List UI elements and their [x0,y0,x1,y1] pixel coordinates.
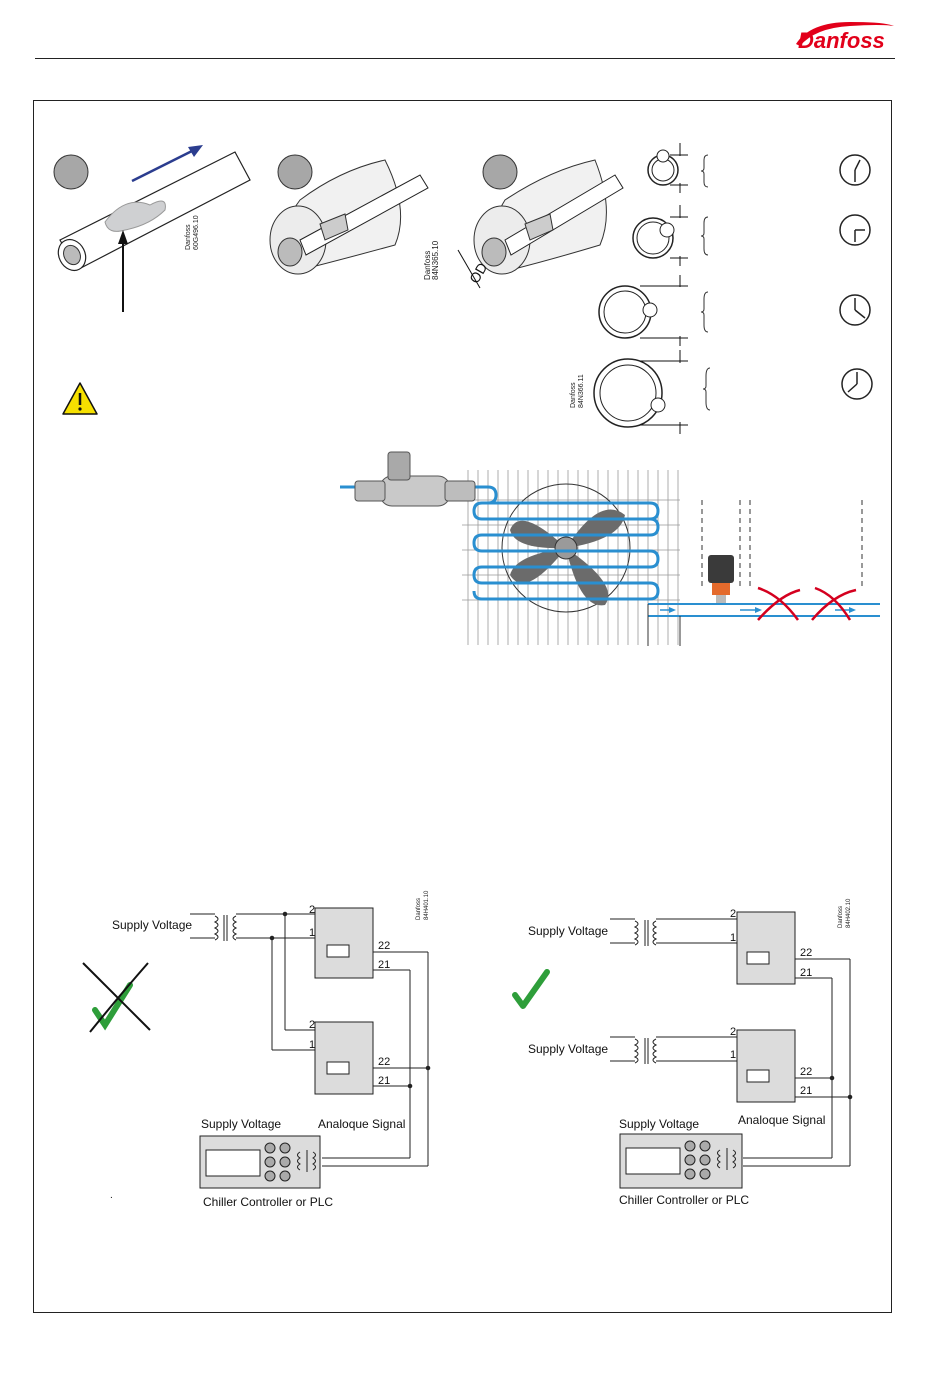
left-top-terminal-2: 2 [309,904,316,916]
left-bottom-terminal-2: 2 [309,1019,316,1031]
fig1-code: Danfoss 60G496.10 [185,215,200,250]
danfoss-logo: Danfoss [796,22,894,53]
right-bottom-terminal-2: 2 [730,1026,737,1038]
clock-icons [839,154,873,400]
incorrect-mark [82,962,151,1033]
left-controller-supply: Supply Voltage [201,1117,282,1131]
outlet-line [647,500,880,646]
left-bottom-terminal-21: 21 [378,1075,391,1087]
fig2-code: Danfoss 84N365.10 [423,240,440,280]
figure-3-od [457,154,624,289]
header-rule [35,58,895,59]
condenser-coil [340,451,680,645]
right-top-terminal-1: 1 [730,932,737,944]
right-bottom-terminal-22: 22 [800,1066,813,1078]
right-top-terminal-2: 2 [730,908,737,920]
fig3-code: Danfoss 84N366.11 [570,374,585,408]
left-top-terminal-1: 1 [309,927,316,939]
left-bottom-terminal-22: 22 [378,1056,391,1068]
warning-icon [62,382,98,415]
left-controller-label: Chiller Controller or PLC [203,1195,334,1209]
wiring-left [190,907,431,1189]
content-frame [33,100,892,1313]
right-top-terminal-21: 21 [800,967,813,979]
left-top-terminal-21: 21 [378,959,391,971]
wiring-right [610,911,853,1189]
right-analogue-signal: Analoque Signal [738,1113,826,1127]
right-bottom-terminal-1: 1 [730,1049,737,1061]
figure-1-pipe [53,145,251,312]
left-top-terminal-22: 22 [378,940,391,952]
svg-text:Danfoss: Danfoss [798,28,885,53]
right-supply-voltage-top: Supply Voltage [528,924,609,938]
right-supply-voltage-bottom: Supply Voltage [528,1042,609,1056]
right-bottom-terminal-21: 21 [800,1085,813,1097]
installation-illustrations [53,143,880,646]
wiring-diagrams [82,907,853,1189]
left-analogue-signal: Analoque Signal [318,1117,406,1131]
right-controller-label: Chiller Controller or PLC [619,1193,750,1207]
correct-check-icon [512,969,550,1009]
left-supply-voltage: Supply Voltage [112,918,193,932]
left-bottom-terminal-1: 1 [309,1039,316,1051]
figure-2-insulated [269,154,429,275]
pipe-sections [593,143,711,434]
left-stray-dot: . [110,1190,113,1201]
right-controller-supply: Supply Voltage [619,1117,700,1131]
right-top-terminal-22: 22 [800,947,813,959]
